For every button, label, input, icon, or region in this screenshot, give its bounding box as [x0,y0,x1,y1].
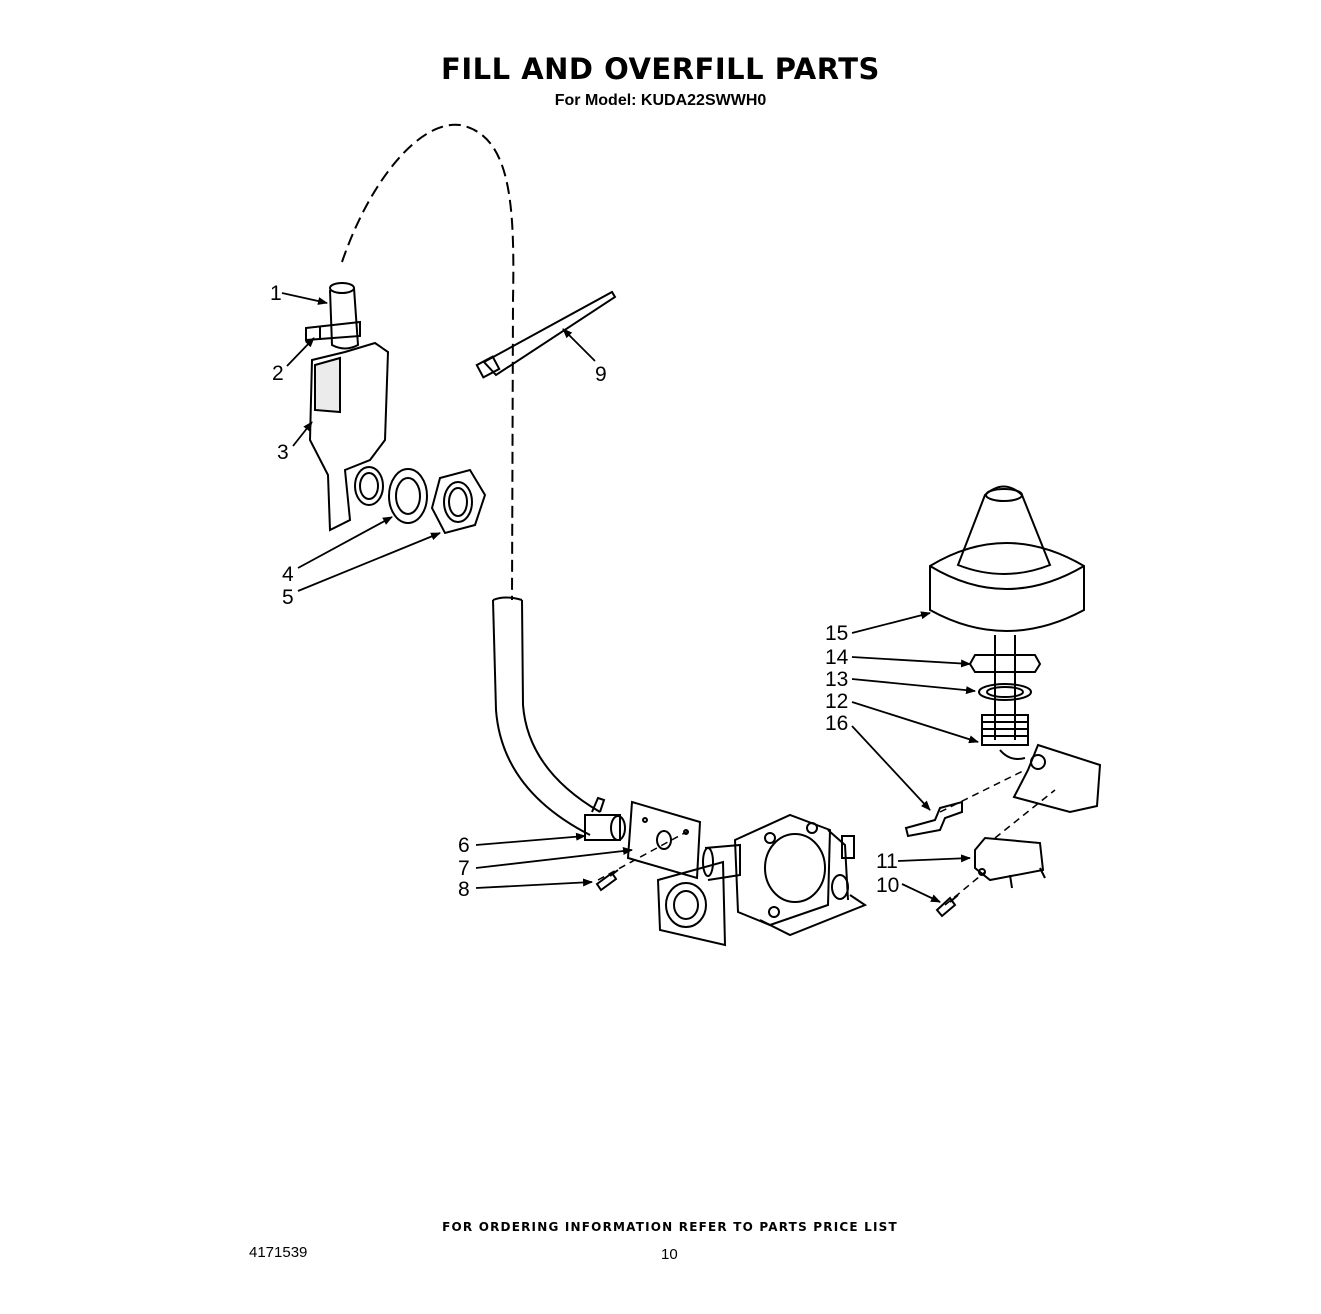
switch-bracket-part [999,743,1102,814]
leader-9 [562,328,596,362]
callout-4: 4 [282,563,294,586]
callout-15: 15 [825,622,848,645]
callout-3: 3 [277,441,289,464]
callout-6: 6 [458,834,470,857]
callout-12: 12 [825,690,848,713]
callout-5: 5 [282,586,294,609]
leader-15 [851,611,931,634]
leader-10 [901,883,941,903]
valve-hose-clamp-part [584,796,626,841]
leader-13 [851,678,976,695]
screw-part-8 [595,869,619,892]
hose-route-dashed [341,123,515,601]
water-valve-part [656,813,868,947]
document-number: 4171539 [249,1244,308,1261]
callout-13: 13 [825,668,848,691]
lever-part [904,800,963,838]
lower-hose-part [492,596,601,836]
leader-14 [851,656,971,668]
leader-16 [851,725,931,811]
micro-switch-part [974,836,1046,889]
leader-11 [897,854,971,863]
callout-8: 8 [458,878,470,901]
leader-4 [297,516,393,569]
callout-7: 7 [458,857,470,880]
callout-2: 2 [272,362,284,385]
callout-9: 9 [595,363,607,386]
leader-6 [475,832,586,846]
model-subtitle: For Model: KUDA22SWWH0 [554,92,767,109]
leader-12 [851,701,979,744]
bracket-plate-part [626,800,702,880]
leader-1 [281,292,328,305]
assembly-dashed-lines [597,769,1056,906]
leader-5 [297,532,441,592]
page-title: FILL AND OVERFILL PARTS [441,52,880,86]
screw-part-10 [935,894,959,918]
cable-tie-part [475,290,617,379]
leader-2 [286,337,315,367]
leader-3 [292,421,313,447]
callout-14: 14 [825,646,849,669]
clamp-part [305,320,361,342]
fill-inlet-part [308,341,390,532]
gasket-part [354,466,428,524]
callout-1: 1 [270,282,282,305]
callout-16: 16 [825,712,848,735]
page-number: 10 [661,1246,678,1263]
float-stem-part [968,635,1042,746]
hose-end-part [329,282,360,350]
float-part [929,485,1085,632]
callout-10: 10 [876,874,899,897]
ordering-note: FOR ORDERING INFORMATION REFER TO PARTS … [442,1220,898,1234]
callout-11: 11 [876,850,898,873]
leader-7 [475,847,633,869]
leader-8 [475,878,593,889]
hex-nut-part [430,468,487,535]
